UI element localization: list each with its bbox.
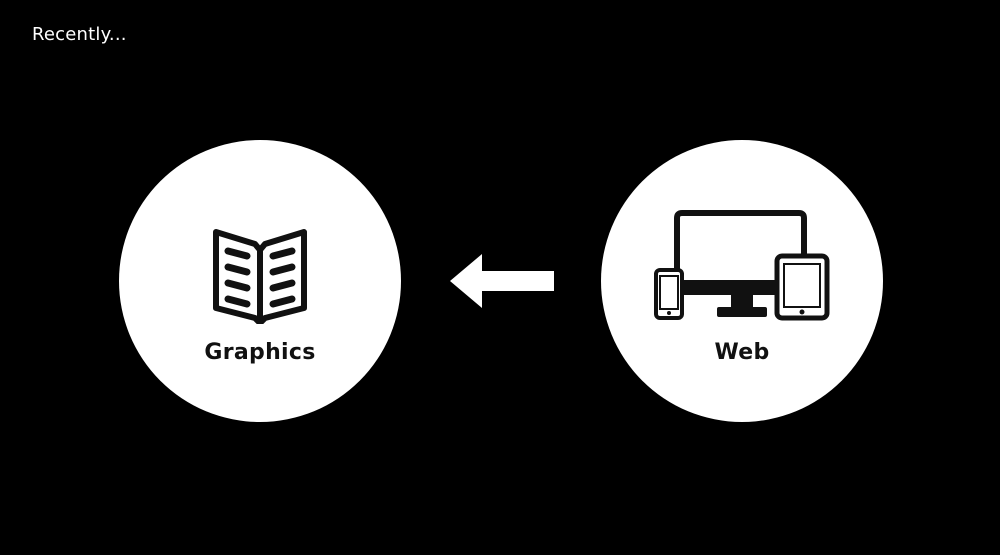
- graphics-label: Graphics: [204, 340, 316, 365]
- web-node: Web: [601, 140, 883, 422]
- arrow-left-icon: [450, 254, 554, 308]
- devices-icon: [654, 210, 830, 321]
- graphics-node: Graphics: [119, 140, 401, 422]
- open-book-icon: [213, 229, 307, 324]
- web-label: Web: [714, 340, 770, 365]
- page-heading: Recently...: [32, 24, 127, 45]
